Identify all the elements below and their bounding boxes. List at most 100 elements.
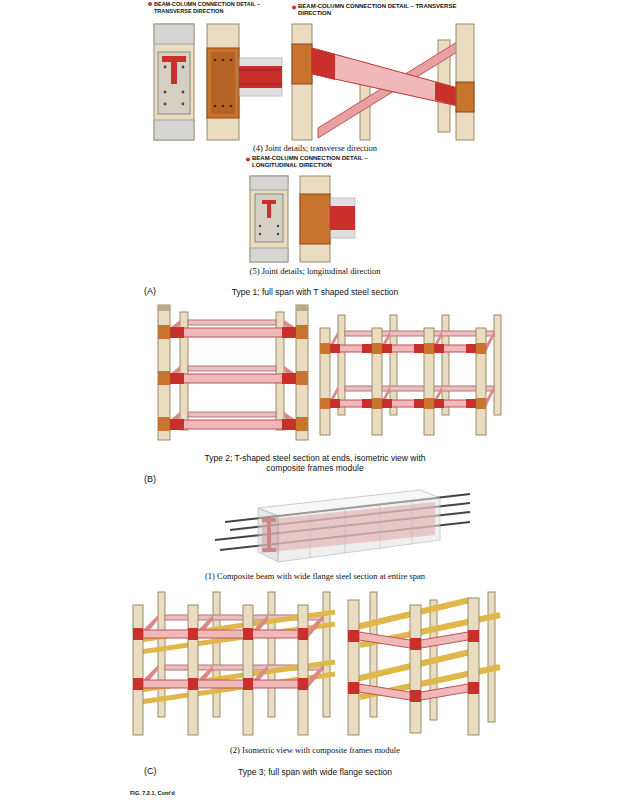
drawing-rect — [239, 58, 282, 96]
drawing-rect — [370, 592, 377, 717]
drawing-polygon — [312, 48, 335, 80]
drawing-rect — [434, 399, 444, 408]
drawing-rect — [456, 82, 474, 112]
drawing-rect — [298, 605, 308, 735]
drawing-rect — [250, 176, 288, 262]
panel-caption: Type 1; full span with T shaped steel se… — [165, 287, 465, 297]
drawing-circle — [164, 91, 167, 94]
drawing-rect — [296, 371, 308, 385]
drawing-rect — [382, 399, 392, 408]
drawing-rect — [410, 690, 421, 702]
drawing-rect — [330, 345, 476, 352]
drawing-rect — [158, 305, 170, 311]
drawing-circle — [164, 66, 167, 69]
drawing-rect — [255, 194, 283, 242]
drawing-circle — [148, 2, 152, 6]
frames-module-right — [348, 592, 500, 735]
panel-caption: Type 2; T-shaped steel section at ends, … — [185, 453, 445, 473]
detail-heading: BEAM-COLUMN CONNECTION DETAIL – TRANSVER… — [298, 3, 473, 17]
sub-caption: (4) Joint details; transverse direction — [190, 143, 440, 153]
drawing-rect — [133, 678, 143, 690]
drawing-circle — [222, 59, 225, 62]
drawing-rect — [300, 194, 330, 244]
drawing-rect — [250, 176, 288, 190]
drawing-rect — [488, 592, 495, 722]
drawing-circle — [277, 233, 279, 235]
panel-caption: Type 3; full span with wide flange secti… — [165, 767, 465, 777]
composite-beam — [215, 490, 470, 562]
drawing-circle — [246, 158, 250, 162]
drawing-circle — [230, 59, 233, 62]
detail-heading: BEAM-COLUMN CONNECTION DETAIL – TRANSVER… — [154, 1, 279, 14]
drawing-line — [412, 501, 413, 545]
drawing-circle — [292, 6, 296, 10]
drawing-rect — [262, 200, 276, 204]
drawing-rect — [158, 371, 170, 385]
drawing-rect — [466, 344, 476, 353]
drawing-rect — [239, 66, 282, 88]
drawing-rect — [154, 24, 194, 140]
drawing-rect — [282, 419, 296, 430]
drawing-circle — [277, 225, 279, 227]
panel-letter: (A) — [144, 286, 166, 297]
drawing-circle — [259, 233, 261, 235]
drawing-rect — [414, 399, 424, 408]
drawing-line — [239, 70, 282, 71]
drawing-line — [380, 504, 381, 549]
sub-caption: (2) Isometric view with composite frames… — [155, 745, 475, 755]
drawing-rect — [171, 62, 177, 84]
drawing-rect — [243, 628, 253, 640]
figure-caption: FIG. 7.2.1, Cont'd — [130, 790, 330, 797]
drawing-rect — [320, 328, 330, 435]
drawing-circle — [182, 91, 185, 94]
drawing-polygon — [421, 684, 468, 700]
drawing-rect — [330, 198, 355, 238]
drawing-rect — [188, 628, 198, 640]
drawing-rect — [382, 344, 392, 353]
drawing-rect — [188, 412, 276, 417]
drawing-circle — [259, 225, 261, 227]
drawing-rect — [410, 605, 421, 733]
frame-module-front — [158, 305, 308, 440]
detail-heading: BEAM-COLUMN CONNECTION DETAIL – LONGITUD… — [252, 155, 402, 169]
joint-front-view — [154, 24, 194, 140]
drawing-rect — [243, 605, 253, 735]
drawing-rect — [170, 373, 184, 384]
frame-module-isometric — [320, 315, 501, 435]
drawing-rect — [243, 678, 253, 690]
panel-letter: (C) — [144, 766, 166, 777]
drawing-rect — [158, 417, 170, 431]
drawing-rect — [292, 24, 312, 140]
drawing-rect — [158, 52, 190, 114]
drawing-rect — [468, 630, 479, 642]
drawing-rect — [330, 344, 340, 353]
longitudinal-side-view — [300, 176, 355, 262]
drawing-rect — [170, 327, 184, 338]
drawing-rect — [345, 331, 494, 336]
drawing-circle — [182, 103, 185, 106]
drawing-rect — [348, 600, 359, 735]
panel-letter: (B) — [144, 474, 166, 485]
longitudinal-front-view — [250, 176, 288, 262]
drawing-rect — [133, 628, 143, 640]
drawing-polygon — [359, 632, 410, 648]
drawing-rect — [143, 630, 298, 638]
joint-side-view — [207, 24, 282, 140]
drawing-rect — [468, 682, 479, 694]
drawing-rect — [300, 176, 330, 262]
drawing-rect — [133, 605, 143, 735]
drawing-polygon — [421, 632, 468, 648]
drawing-polygon — [435, 82, 458, 106]
drawing-rect — [372, 343, 382, 354]
drawing-rect — [372, 328, 382, 435]
drawing-rect — [320, 343, 330, 354]
drawing-line — [239, 84, 282, 85]
drawing-line — [310, 512, 311, 558]
drawing-rect — [213, 592, 220, 717]
drawing-circle — [214, 59, 217, 62]
drawing-rect — [154, 120, 194, 140]
drawing-rect — [170, 328, 296, 337]
drawing-rect — [282, 373, 296, 384]
